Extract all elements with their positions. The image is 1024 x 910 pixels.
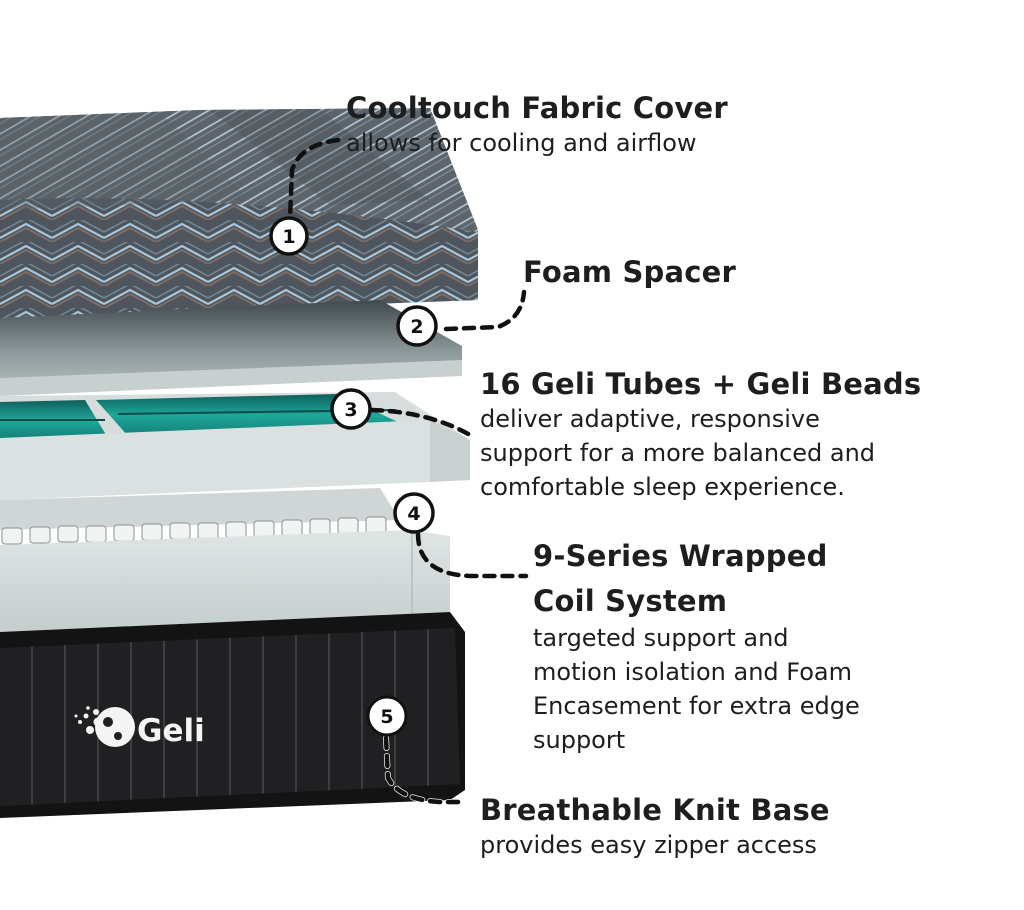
callout-title: 16 Geli Tubes + Geli Beads [480, 367, 922, 401]
badge-4: 4 [393, 492, 435, 534]
svg-text:5: 5 [380, 706, 393, 728]
callout-title-line: 9-Series Wrapped [533, 539, 828, 573]
callout-description: allows for cooling and airflow [346, 129, 697, 157]
callout-title: Cooltouch Fabric Cover [346, 91, 728, 125]
svg-text:2: 2 [410, 316, 423, 338]
cover-layer [0, 108, 478, 318]
badge-5: 5 [366, 695, 408, 737]
callout-description-line: support for a more balanced and [480, 439, 876, 467]
svg-text:4: 4 [407, 503, 420, 525]
connector-4 [415, 531, 529, 579]
knit-base-layer [0, 612, 465, 818]
callout-description-line: deliver adaptive, responsive [480, 405, 820, 433]
badge-3: 3 [330, 388, 372, 430]
badge-2: 2 [396, 305, 438, 347]
callout-description-line: motion isolation and Foam [533, 658, 852, 686]
connector-lines [287, 137, 529, 805]
svg-text:Geli: Geli [137, 713, 205, 749]
coil-layer [0, 488, 450, 632]
foam-spacer-layer [0, 300, 462, 396]
callout-geli-tubes: 16 Geli Tubes + Geli Beads deliver adapt… [480, 366, 921, 504]
callout-description-line: support [533, 726, 626, 754]
connector-3 [369, 407, 473, 438]
callout-description: provides easy zipper access [480, 831, 817, 859]
callout-title: Breathable Knit Base [480, 793, 830, 827]
callout-description-line: targeted support and [533, 624, 789, 652]
geli-logo: Geli [74, 706, 205, 749]
connector-1 [287, 137, 341, 221]
callout-foam-spacer: Foam Spacer [523, 254, 736, 290]
svg-text:1: 1 [282, 226, 295, 248]
badge-1: 1 [269, 216, 309, 256]
gel-tubes-layer [0, 392, 470, 500]
callout-title: Foam Spacer [523, 255, 737, 289]
svg-text:3: 3 [344, 399, 357, 421]
callout-coil-system: 9-Series Wrapped Coil System targeted su… [533, 538, 860, 757]
connector-2 [443, 289, 527, 332]
callout-description-line: Encasement for extra edge [533, 692, 860, 720]
callout-cooltouch-cover: Cooltouch Fabric Cover allows for coolin… [346, 90, 728, 160]
callout-knit-base: Breathable Knit Base provides easy zippe… [480, 792, 830, 862]
callout-title-line: Coil System [533, 584, 728, 618]
callout-description-line: comfortable sleep experience. [480, 473, 845, 501]
